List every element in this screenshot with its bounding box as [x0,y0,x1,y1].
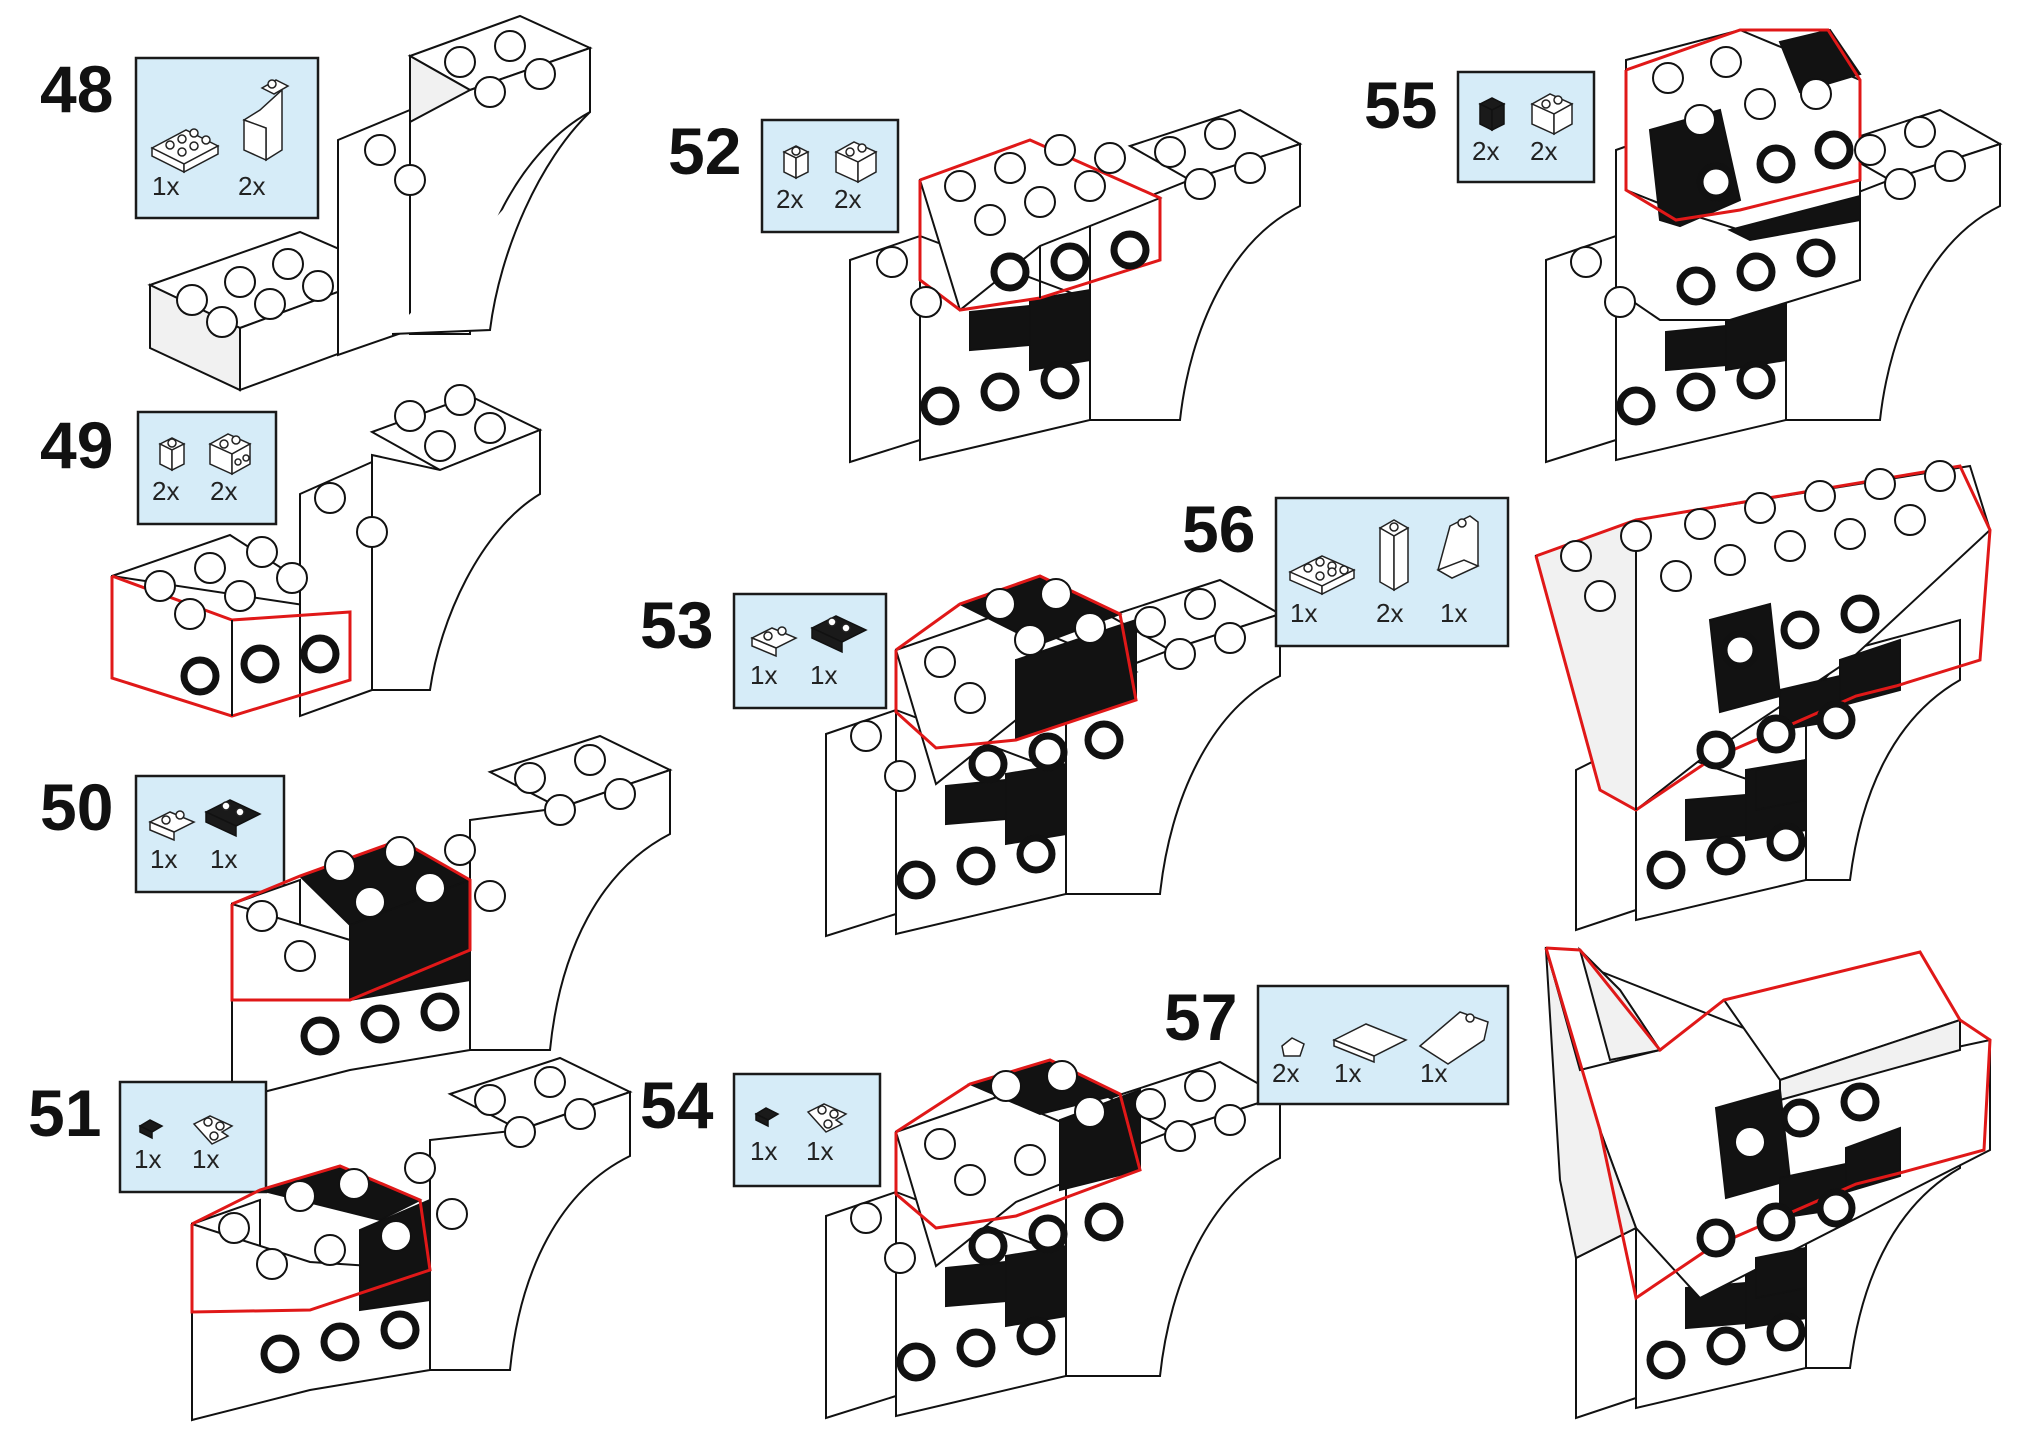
parts-callout: 1x 1x [118,1080,268,1194]
parts-callout: 2x 2x [760,118,900,234]
step-57: 57 2x 1x 1x [1164,946,1992,1420]
brick-1x2-side-studs-icon [208,433,252,476]
plate-2x3-icon [1288,555,1356,596]
step-number: 56 [1182,492,1255,566]
step-number: 51 [28,1076,101,1150]
model-assembly [849,108,1303,464]
plate-1x2-icon [148,810,196,842]
model-assembly [1534,460,1992,932]
step-54: 54 1x 1x [640,1058,1283,1420]
part-quantity: 1x [134,1144,161,1174]
parts-box [134,56,320,220]
part-quantity: 1x [1290,598,1317,628]
part-quantity: 2x [1272,1058,1299,1088]
part-quantity: 2x [238,171,265,201]
black-plate-1x1-icon [138,1119,164,1140]
model-assembly [147,14,593,392]
parts-callout: 2x 1x 1x [1256,984,1510,1106]
step-number: 50 [40,770,113,844]
model-assembly [190,1056,633,1422]
parts-box [136,410,278,526]
part-quantity: 1x [1440,598,1467,628]
step-number: 54 [640,1068,714,1142]
black-plate-2x2-icon [204,799,262,838]
step-number: 57 [1164,980,1237,1054]
part-quantity: 1x [210,844,237,874]
corner-plate-icon [806,1103,848,1133]
parts-callout: 2x 2x [1456,70,1596,184]
part-quantity: 1x [810,660,837,690]
step-52: 52 2x 2x [668,108,1303,464]
parts-box [732,592,888,710]
step-48: 48 1x 2x [40,14,593,392]
parts-box [118,1080,268,1194]
model-assembly [825,1058,1283,1420]
plate-1x2-icon [750,626,798,658]
part-quantity: 2x [776,184,803,214]
step-56: 56 1x 2x 1x [1182,460,1992,932]
tall-brick-1x1-icon [1378,519,1410,592]
step-number: 55 [1364,68,1437,142]
step-number: 52 [668,114,741,188]
tile-slope-small-icon [1281,1037,1305,1057]
black-brick-1x1-side-stud-icon [1478,97,1506,132]
step-number: 49 [40,408,113,482]
step-55: 55 2x 2x [1364,28,2003,464]
part-quantity: 1x [1334,1058,1361,1088]
part-quantity: 2x [1530,136,1557,166]
step-49: 49 2x 2x [40,384,543,718]
part-quantity: 1x [806,1136,833,1166]
brick-1x2-side-studs-icon [834,141,878,184]
part-quantity: 2x [152,476,179,506]
step-50: 50 1x 1x [40,734,673,1102]
step-number: 48 [40,52,113,126]
tile-2x3-icon [1332,1023,1408,1064]
part-quantity: 2x [1472,136,1499,166]
parts-callout: 1x 1x [732,592,888,710]
part-quantity: 1x [750,1136,777,1166]
corner-plate-icon [192,1115,234,1145]
part-quantity: 1x [750,660,777,690]
parts-callout: 1x 2x [134,56,320,220]
brick-1x1-side-stud-icon [158,437,186,472]
parts-box [1456,70,1596,184]
part-quantity: 1x [152,171,179,201]
parts-box [760,118,900,234]
part-quantity: 2x [1376,598,1403,628]
parts-callout: 1x 2x 1x [1274,496,1510,648]
arch-brick-icon [242,79,290,162]
model-assembly [825,574,1283,938]
parts-box [732,1072,882,1188]
step-53: 53 1x 1x [640,574,1283,938]
step-51: 51 1x 1x [28,1056,633,1422]
parts-callout: 1x 1x [134,774,286,894]
parts-callout: 1x 1x [732,1072,882,1188]
step-number: 53 [640,588,713,662]
parts-callout: 2x 2x [136,410,278,526]
part-quantity: 1x [150,844,177,874]
part-quantity: 1x [1420,1058,1447,1088]
part-quantity: 1x [192,1144,219,1174]
model-assembly [230,734,673,1102]
model-assembly [110,384,543,718]
part-quantity: 2x [834,184,861,214]
plate-2x3-icon [150,128,220,174]
black-plate-1x1-icon [754,1107,780,1128]
slope-2x3-icon [1418,1011,1489,1065]
model-assembly [1544,946,1992,1420]
model-assembly [1545,28,2003,464]
black-plate-2x2-icon [810,615,868,654]
part-quantity: 2x [210,476,237,506]
brick-1x2-side-studs-icon [1530,93,1574,136]
slope-brick-icon [1436,515,1480,579]
brick-1x1-side-stud-icon [782,145,810,180]
